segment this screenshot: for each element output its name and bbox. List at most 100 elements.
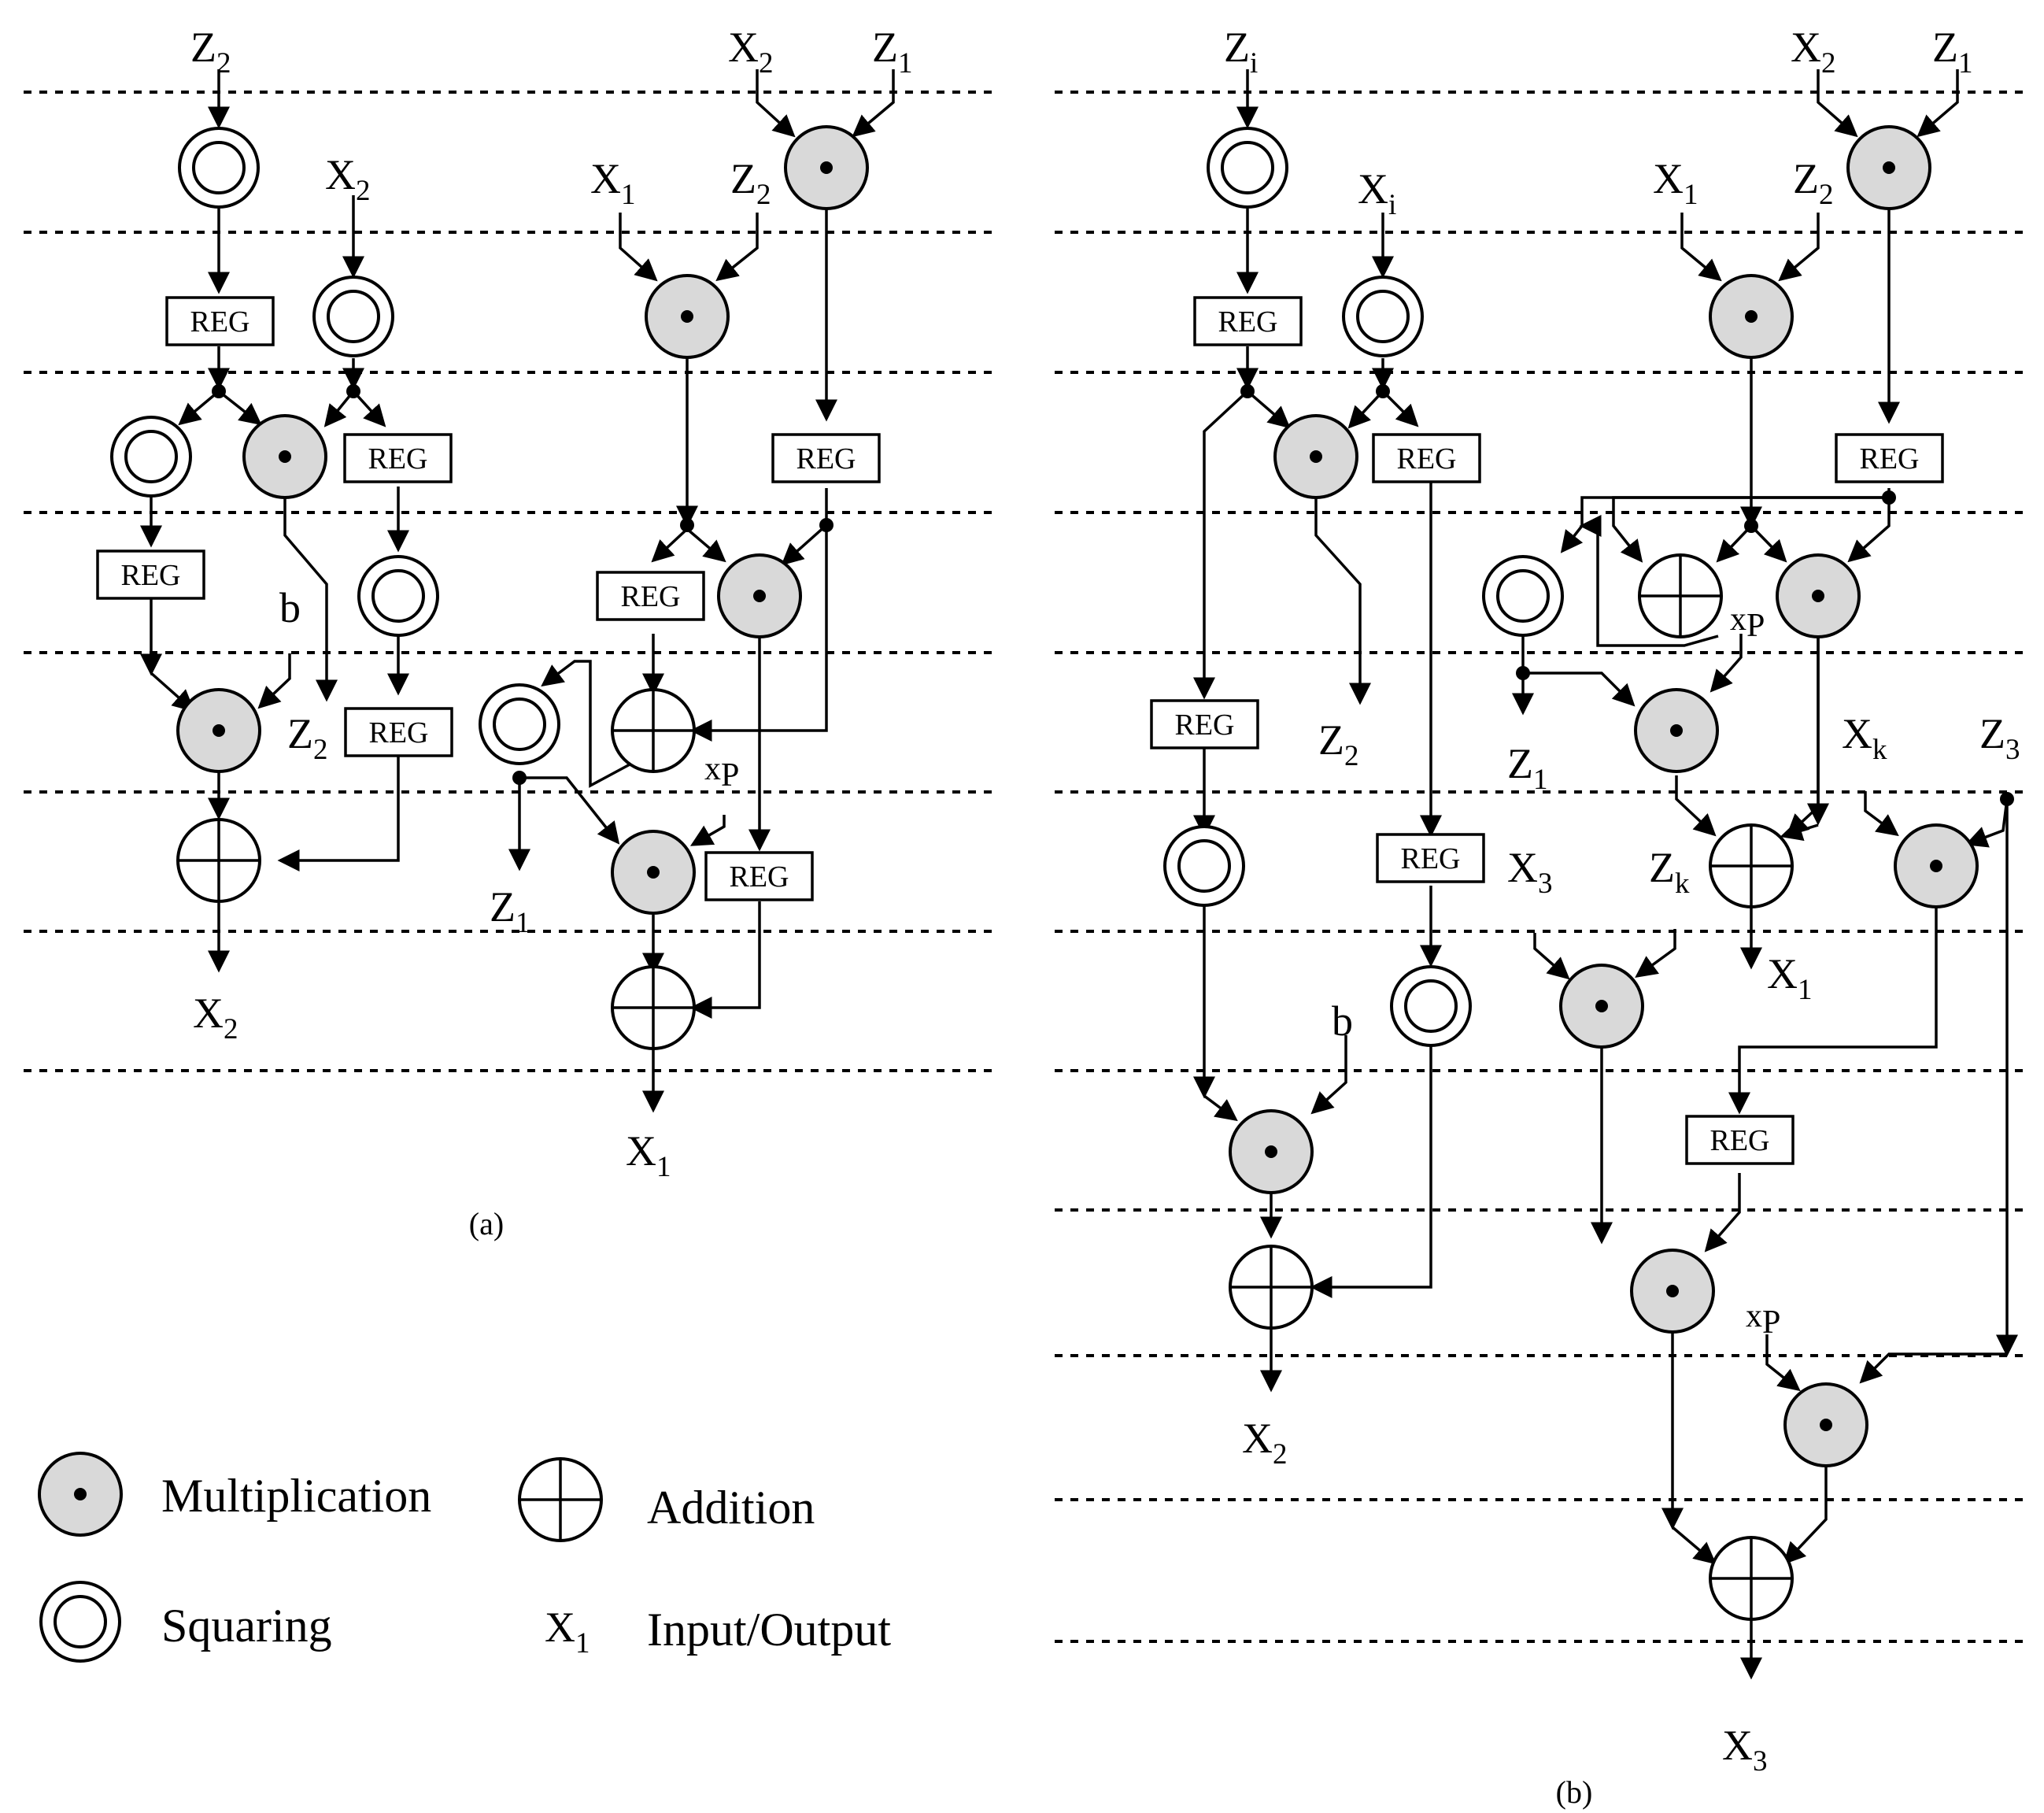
svg-text:REG: REG — [368, 442, 428, 475]
squaring-node — [178, 127, 260, 209]
reg-box: REG — [96, 549, 205, 600]
output-label: Z1 — [1507, 740, 1548, 796]
input-label: xP — [1746, 1298, 1780, 1341]
svg-text:REG: REG — [121, 559, 181, 592]
legend-io-symbol: X1 — [545, 1604, 590, 1659]
output-label: X2 — [1242, 1415, 1288, 1471]
input-label: Xk — [1842, 710, 1887, 766]
multiplication-node — [717, 553, 802, 638]
input-label: Z1 — [872, 24, 913, 80]
multiplication-node — [784, 125, 869, 210]
legend-addition-label: Addition — [647, 1482, 815, 1534]
input-label: X1 — [590, 155, 636, 211]
multiplication-node — [1846, 125, 1931, 210]
output-label: Z2 — [1318, 716, 1359, 772]
legend: Multiplication Addition Squaring X1 Inpu… — [38, 1452, 891, 1663]
svg-text:REG: REG — [190, 305, 250, 339]
labels-b: Zi Xi X2 Z1 X1 Z2 xP Xk Z3 X3 Zk b xP Z2… — [1224, 24, 2020, 1810]
reg-boxes-b: REG REG REG REG REG REG — [1150, 296, 1944, 1165]
reg-box: REG — [596, 571, 705, 621]
addition-node — [1638, 553, 1723, 638]
svg-text:REG: REG — [730, 860, 789, 894]
svg-text:REG: REG — [1710, 1124, 1770, 1157]
input-label: Z2 — [190, 24, 231, 80]
multiplication-node — [1634, 688, 1719, 773]
output-label: X1 — [1767, 950, 1813, 1006]
legend-multiplication-icon — [38, 1452, 123, 1537]
input-label: X3 — [1507, 844, 1553, 900]
squaring-node — [1207, 127, 1288, 209]
multiplication-node — [1783, 1382, 1868, 1467]
multiplication-node — [242, 414, 327, 499]
svg-text:REG: REG — [1397, 442, 1457, 475]
squaring-node — [357, 555, 439, 637]
addition-node — [1709, 1536, 1794, 1621]
legend-squaring-icon — [39, 1581, 121, 1663]
input-label: X1 — [1653, 155, 1698, 211]
reg-box: REG — [343, 433, 453, 483]
reg-box: REG — [165, 296, 275, 346]
input-label: X2 — [1791, 24, 1836, 80]
output-label: Z1 — [490, 883, 530, 939]
svg-text:REG: REG — [1218, 305, 1278, 339]
multiplication-node — [1894, 823, 1979, 908]
stage-lines-b — [1055, 91, 2031, 1643]
addition-node — [1229, 1245, 1314, 1330]
addition-node — [611, 965, 696, 1050]
addition-node — [1709, 823, 1794, 908]
reg-box: REG — [1193, 296, 1303, 346]
addition-node — [611, 688, 696, 773]
svg-text:REG: REG — [1401, 842, 1461, 875]
edges-b — [1193, 69, 2018, 1680]
svg-text:REG: REG — [1860, 442, 1920, 475]
reg-box: REG — [1372, 433, 1481, 483]
svg-text:REG: REG — [797, 442, 856, 475]
junction-dots — [212, 384, 2014, 806]
output-label: X2 — [193, 990, 238, 1045]
reg-box: REG — [1150, 699, 1259, 749]
input-label: Z3 — [1979, 710, 2020, 766]
squaring-node — [312, 276, 394, 357]
input-label: Z2 — [1793, 155, 1834, 211]
reg-box: REG — [1685, 1115, 1795, 1165]
multiplication-node — [176, 688, 261, 773]
multiplication-node — [1273, 414, 1358, 499]
legend-addition-icon — [518, 1457, 603, 1542]
input-label: xP — [1730, 601, 1765, 644]
multiplication-node — [1709, 274, 1794, 359]
input-label: X2 — [728, 24, 774, 80]
legend-multiplication-label: Multiplication — [161, 1470, 431, 1522]
output-label: X1 — [626, 1127, 671, 1183]
reg-box: REG — [1376, 833, 1485, 883]
multiplication-node — [1229, 1109, 1314, 1194]
multiplication-node — [1776, 553, 1861, 638]
squaring-node — [1390, 965, 1472, 1047]
caption-a: (a) — [469, 1206, 504, 1241]
multiplication-node — [645, 274, 730, 359]
input-label: Xi — [1358, 165, 1396, 221]
squaring-node — [479, 683, 560, 765]
squaring-node — [1342, 276, 1424, 357]
input-label: b — [279, 584, 301, 631]
squaring-node — [110, 416, 192, 498]
multiplication-node — [1630, 1249, 1715, 1334]
reg-box: REG — [1835, 433, 1944, 483]
addition-node — [176, 818, 261, 903]
svg-text:REG: REG — [621, 580, 681, 613]
stage-lines-a — [24, 91, 1000, 1072]
reg-box: REG — [344, 707, 453, 757]
legend-io-label: Input/Output — [647, 1604, 891, 1656]
reg-boxes-a: REG REG REG REG REG REG REG — [96, 296, 881, 901]
input-label: xP — [704, 751, 739, 794]
squaring-node — [1163, 825, 1245, 907]
nodes-a — [110, 125, 869, 1050]
svg-text:REG: REG — [369, 716, 429, 749]
squaring-node — [1482, 555, 1564, 637]
svg-text:REG: REG — [1175, 709, 1235, 742]
input-label: b — [1332, 997, 1353, 1045]
nodes-b — [1163, 125, 1979, 1621]
input-label: X2 — [325, 151, 371, 207]
input-label: Zi — [1224, 24, 1258, 80]
reg-box: REG — [704, 851, 814, 901]
